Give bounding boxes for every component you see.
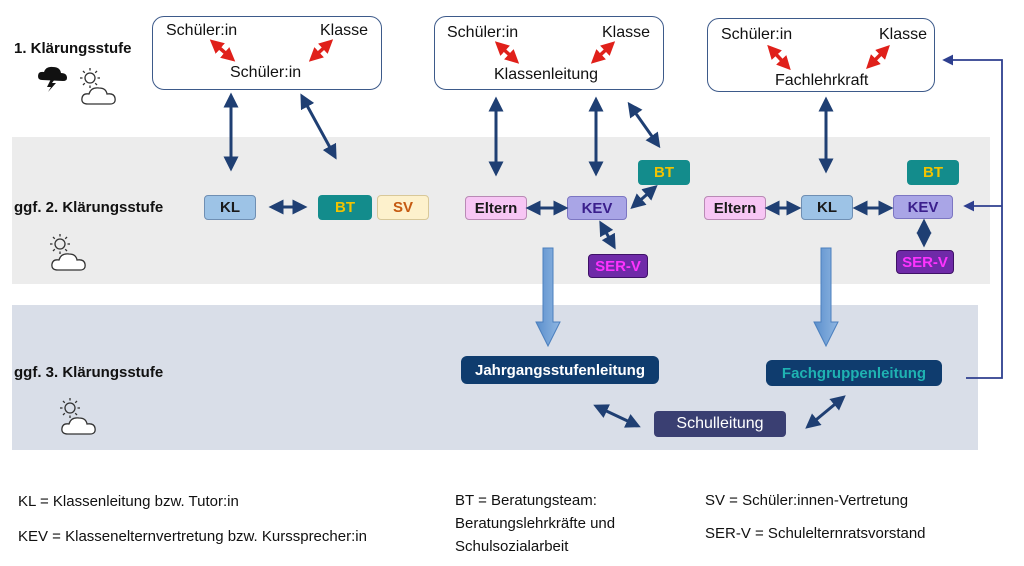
top-box-subject-teacher-right: Klasse [879, 26, 928, 43]
arrow-fachgruppe-schulleitung [805, 395, 846, 429]
top-box-subject-teacher [707, 18, 935, 92]
top-box-class-teacher-left: Schüler:in [447, 24, 519, 41]
bt-node-left: BT [318, 195, 372, 220]
top-box-student-center: Schüler:in [230, 64, 302, 81]
kev-node-right: KEV [893, 195, 953, 219]
eltern-node-right: Eltern [704, 196, 766, 220]
legend-bt-line2: Beratungslehrkräfte und [455, 515, 616, 532]
kl-node-left: KL [204, 195, 256, 220]
red-arrow [590, 41, 616, 64]
arrow-jahrgang-schulleitung [593, 404, 641, 428]
eltern-node-mid: Eltern [465, 196, 527, 220]
legend-serv: SER-V = Schulelternratsvorstand [705, 525, 926, 542]
escalation-arrow-mid [535, 247, 561, 348]
arrow-classteacher-bt [627, 101, 661, 149]
jahrgangsstufenleitung-node: Jahrgangsstufenleitung [461, 356, 659, 384]
top-box-subject-teacher-center: Fachlehrkraft [775, 72, 869, 89]
fachgruppe-feedback-line [942, 54, 1003, 379]
arrow-kev-bt [630, 185, 658, 209]
red-arrow [767, 44, 791, 71]
legend-sv: SV = Schüler:innen-Vertretung [705, 492, 909, 509]
top-box-subject-teacher-left: Schüler:in [721, 26, 793, 43]
bt-node-mid: BT [638, 160, 690, 185]
schulleitung-node: Schulleitung [654, 411, 786, 437]
legend-kev: KEV = Klassenelternvertretung bzw. Kurss… [18, 528, 367, 545]
level2-label: ggf. 2. Klärungsstufe [14, 199, 164, 216]
serv-node-mid: SER-V [588, 254, 648, 278]
level1-label: 1. Klärungsstufe [14, 40, 132, 57]
sun-cloud-icon [56, 396, 100, 443]
kev-node-mid: KEV [567, 196, 627, 220]
top-box-student [152, 16, 382, 90]
top-box-class-teacher-right: Klasse [602, 24, 651, 41]
arrow-student-bt [300, 93, 337, 160]
legend-bt-line1: BT = Beratungsteam: [455, 492, 597, 509]
sv-node: SV [377, 195, 429, 220]
top-box-class-teacher [434, 16, 664, 90]
red-arrow [209, 39, 236, 62]
red-arrow [866, 45, 890, 69]
sun-cloud-icon [46, 232, 90, 279]
red-arrow [494, 41, 520, 64]
escalation-arrow-right [813, 247, 839, 348]
level3-label: ggf. 3. Klärungsstufe [14, 364, 164, 381]
legend-kl: KL = Klassenleitung bzw. Tutor:in [18, 493, 239, 510]
kl-node-right: KL [801, 195, 853, 220]
top-box-student-left: Schüler:in [166, 22, 238, 39]
legend-bt-line3: Schulsozialarbeit [455, 538, 569, 555]
fachgruppenleitung-node: Fachgruppenleitung [766, 360, 942, 386]
red-arrow [308, 39, 334, 62]
storm-cloud-icon [36, 64, 72, 97]
top-box-class-teacher-center: Klassenleitung [494, 66, 599, 83]
bt-node-right: BT [907, 160, 959, 185]
sun-cloud-icon [76, 66, 120, 113]
serv-node-right: SER-V [896, 250, 954, 274]
top-box-student-right: Klasse [320, 22, 369, 39]
arrow-kev-serv [599, 220, 616, 250]
